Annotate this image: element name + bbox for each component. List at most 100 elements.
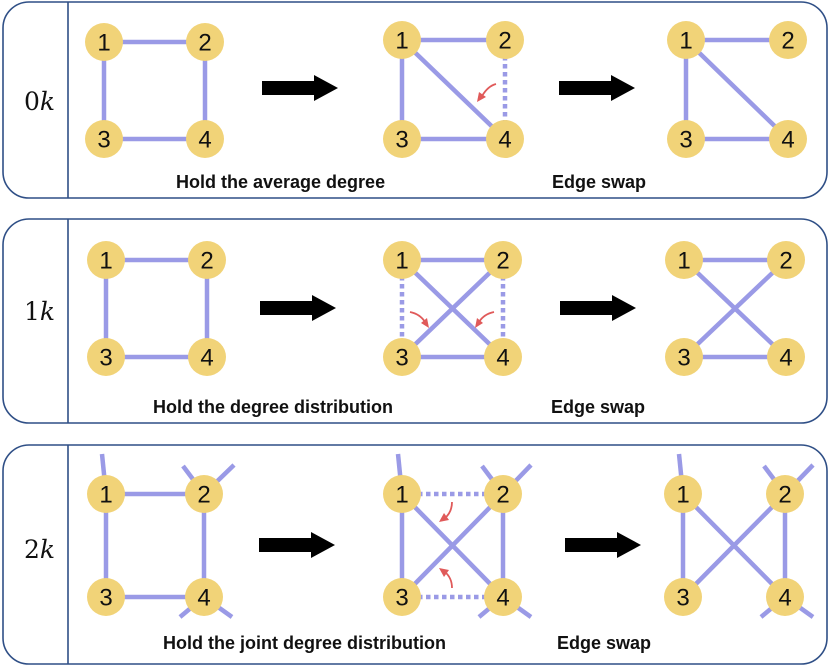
node-1: 1 — [383, 475, 421, 513]
swap-arrowhead — [439, 513, 449, 522]
node-4: 4 — [185, 578, 223, 616]
swap-arrowhead — [439, 568, 449, 577]
svg-text:2: 2 — [778, 482, 791, 509]
node-2: 2 — [484, 241, 522, 279]
node-1: 1 — [87, 241, 125, 279]
svg-text:4: 4 — [779, 345, 792, 372]
svg-text:4: 4 — [197, 585, 210, 612]
svg-text:3: 3 — [99, 345, 112, 372]
node-2: 2 — [486, 21, 524, 59]
row-label: 2k — [24, 535, 55, 564]
graph-swapping: 1 2 3 4 — [383, 453, 533, 619]
node-1: 1 — [87, 475, 125, 513]
caption-left: Hold the joint degree distribution — [163, 633, 446, 653]
svg-text:2: 2 — [498, 28, 511, 55]
edge-1-4 — [684, 38, 790, 141]
node-4: 4 — [767, 338, 805, 376]
svg-text:1: 1 — [99, 248, 112, 275]
graph-swapped: 1 2 3 4 — [667, 21, 807, 158]
node-3: 3 — [664, 578, 702, 616]
swap-arrowhead — [477, 92, 486, 102]
swap-arrowhead — [475, 318, 483, 328]
node-2: 2 — [769, 21, 807, 59]
graph-original: 1 2 3 4 — [85, 23, 224, 158]
svg-text:2: 2 — [779, 248, 792, 275]
graph-swapped: 1 2 3 4 — [665, 241, 805, 376]
svg-text:3: 3 — [395, 127, 408, 154]
node-1: 1 — [85, 23, 123, 61]
edge-2-3 — [682, 258, 788, 359]
swap-arrowhead — [421, 318, 429, 328]
svg-text:1: 1 — [99, 482, 112, 509]
edge-2-3 — [681, 492, 787, 599]
svg-text:4: 4 — [200, 345, 213, 372]
caption-left: Hold the average degree — [176, 172, 385, 192]
node-1: 1 — [383, 241, 421, 279]
node-3: 3 — [87, 578, 125, 616]
node-3: 3 — [383, 578, 421, 616]
edge-2-3 — [400, 492, 505, 599]
svg-text:3: 3 — [676, 585, 689, 612]
graph-swapping: 1 2 3 4 — [383, 241, 522, 376]
node-2: 2 — [766, 475, 804, 513]
svg-text:2: 2 — [496, 248, 509, 275]
svg-text:4: 4 — [778, 585, 791, 612]
svg-text:2: 2 — [198, 30, 211, 57]
svg-text:4: 4 — [781, 127, 794, 154]
caption-right: Edge swap — [551, 397, 645, 417]
node-2: 2 — [188, 241, 226, 279]
svg-text:2: 2 — [200, 248, 213, 275]
node-1: 1 — [664, 475, 702, 513]
graph-swapped: 1 2 3 4 — [664, 453, 815, 619]
graph-original: 1 2 3 4 — [87, 453, 236, 619]
svg-text:1: 1 — [395, 482, 408, 509]
caption-left: Hold the degree distribution — [153, 397, 393, 417]
svg-text:1: 1 — [395, 248, 408, 275]
node-3: 3 — [383, 338, 421, 376]
svg-text:4: 4 — [198, 127, 211, 154]
node-2: 2 — [185, 475, 223, 513]
svg-text:3: 3 — [395, 345, 408, 372]
svg-text:2: 2 — [781, 28, 794, 55]
node-2: 2 — [186, 23, 224, 61]
edge-2-3 — [400, 258, 505, 359]
row-1k: 1k 1 2 3 4 1 2 3 4 — [2, 218, 828, 424]
node-2: 2 — [484, 475, 522, 513]
node-3: 3 — [87, 338, 125, 376]
edge-1-4 — [400, 38, 507, 141]
node-3: 3 — [85, 120, 123, 158]
svg-text:3: 3 — [99, 585, 112, 612]
row-2k: 2k 1 2 3 4 — [2, 444, 828, 665]
node-3: 3 — [667, 120, 705, 158]
node-4: 4 — [484, 338, 522, 376]
svg-text:2: 2 — [496, 482, 509, 509]
svg-text:1: 1 — [677, 248, 690, 275]
row-0k: 0k 1 2 3 4 1 2 3 4 — [2, 1, 828, 199]
node-4: 4 — [186, 120, 224, 158]
node-4: 4 — [484, 578, 522, 616]
svg-text:3: 3 — [97, 127, 110, 154]
svg-text:1: 1 — [679, 28, 692, 55]
svg-text:2: 2 — [197, 482, 210, 509]
graph-original: 1 2 3 4 — [87, 241, 226, 376]
node-1: 1 — [383, 21, 421, 59]
row-label: 1k — [24, 297, 55, 326]
swap-arrow — [481, 83, 497, 97]
caption-right: Edge swap — [557, 633, 651, 653]
node-1: 1 — [667, 21, 705, 59]
caption-right: Edge swap — [552, 172, 646, 192]
node-2: 2 — [767, 241, 805, 279]
svg-text:1: 1 — [676, 482, 689, 509]
node-3: 3 — [383, 120, 421, 158]
svg-text:1: 1 — [395, 28, 408, 55]
node-3: 3 — [665, 338, 703, 376]
node-4: 4 — [766, 578, 804, 616]
svg-text:3: 3 — [677, 345, 690, 372]
svg-text:3: 3 — [679, 127, 692, 154]
svg-text:4: 4 — [498, 127, 511, 154]
row-label: 0k — [24, 87, 55, 116]
graph-swapping: 1 2 3 4 — [383, 21, 524, 158]
node-4: 4 — [769, 120, 807, 158]
svg-text:1: 1 — [97, 30, 110, 57]
